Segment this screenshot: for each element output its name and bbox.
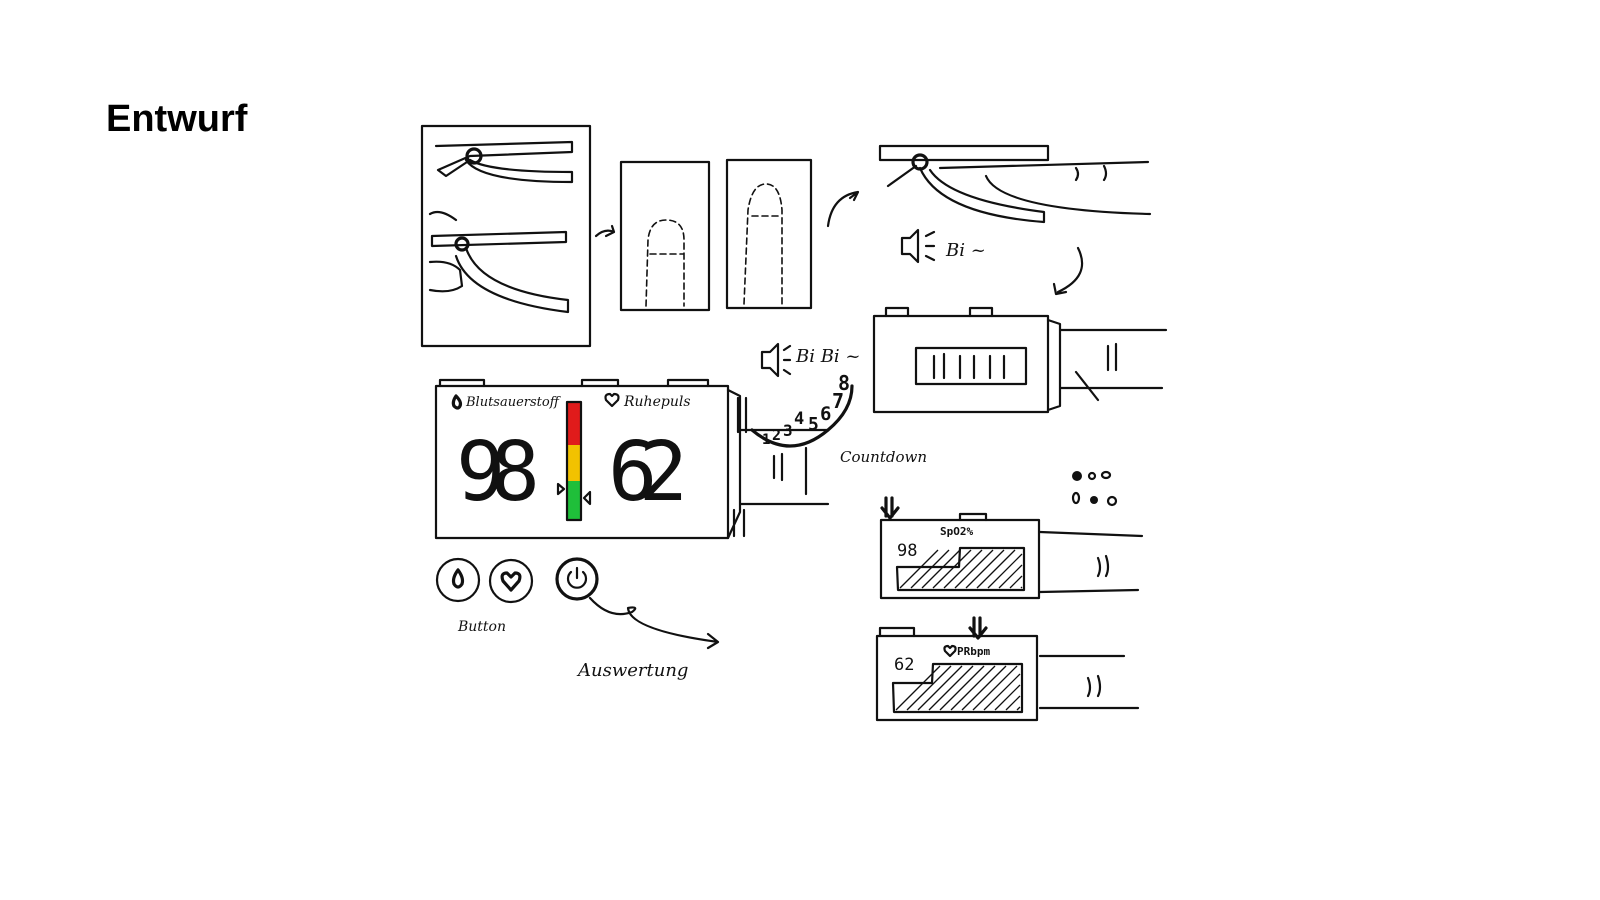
evaluation-label: Auswertung — [576, 660, 688, 681]
hatch-line — [899, 549, 939, 589]
slide-title: Entwurf — [106, 98, 248, 140]
countdown-digit: 2 — [772, 426, 781, 444]
drop-icon — [451, 568, 465, 589]
hatch-line — [921, 549, 961, 589]
double-beep-text: Bi Bi ~ — [795, 346, 861, 367]
power-button[interactable] — [555, 557, 599, 601]
hatch-line — [998, 564, 1023, 589]
beep-text: Bi ~ — [945, 240, 986, 261]
hatch-line — [1016, 706, 1021, 711]
finger-sketch-panel-1 — [619, 160, 711, 312]
hatch-line — [987, 553, 1023, 589]
speaker-icon — [900, 228, 936, 264]
pulse-value: 62 — [608, 425, 688, 520]
arrow-icon — [1052, 246, 1084, 296]
clip-on-finger-sketch — [878, 144, 1152, 224]
heart-icon — [500, 571, 522, 592]
result-pulse-sketch: PRbpm 62 — [875, 616, 1140, 722]
hatch-line — [939, 665, 985, 711]
drop-icon — [451, 394, 463, 410]
hatch-line — [1005, 695, 1021, 711]
finger-sketch-panel-2 — [725, 158, 813, 310]
countdown-digit: 8 — [838, 371, 850, 395]
result-spo2-sketch: SpO2% 98 — [879, 496, 1144, 600]
spo2-value: 98 — [456, 425, 540, 520]
spo2-result-value: 98 — [897, 541, 917, 561]
hatch-line — [965, 549, 1005, 589]
pulse-result-value: 62 — [894, 655, 914, 675]
heart-button[interactable] — [488, 558, 534, 604]
countdown-digit: 7 — [832, 389, 844, 413]
hatch-line — [1020, 586, 1023, 589]
hatch-line — [910, 549, 950, 589]
quality-bar — [556, 400, 592, 522]
spo2-label: Blutsauerstoff — [465, 395, 562, 410]
hatch-line — [954, 549, 994, 589]
hatch-line — [983, 673, 1021, 711]
countdown-label: Countdown — [840, 448, 927, 466]
countdown-digit: 6 — [820, 403, 831, 425]
hatch-line — [961, 665, 1007, 711]
hatch-line — [906, 665, 952, 711]
hatch-line — [994, 684, 1021, 711]
countdown-digits: 1 2 3 4 5 6 7 8 — [762, 371, 850, 448]
hatch-line — [976, 549, 1016, 589]
heart-icon — [604, 392, 620, 408]
marker-icon — [556, 482, 592, 506]
hatch-line — [950, 665, 996, 711]
spo2-result-label: SpO2% — [940, 525, 973, 538]
hatch-line — [972, 665, 1018, 711]
countdown-digit: 5 — [808, 414, 819, 435]
hatch-line — [1009, 575, 1023, 589]
arrow-icon — [594, 224, 616, 238]
drop-button[interactable] — [435, 557, 481, 603]
hatch-line — [932, 549, 972, 589]
arrow-icon — [826, 190, 860, 228]
hatch-line — [928, 665, 974, 711]
hatch-line — [895, 665, 941, 711]
pulse-result-label: PRbpm — [957, 645, 990, 658]
arrow-icon — [588, 596, 720, 650]
countdown-digit: 1 — [762, 432, 770, 448]
power-icon — [566, 566, 588, 589]
clip-sketch-panel — [420, 124, 592, 348]
countdown-digit: 4 — [794, 409, 804, 429]
icon-variants — [1071, 470, 1118, 507]
heart-icon — [943, 644, 957, 658]
device-countdown-sketch — [872, 306, 1168, 414]
pulse-label: Ruhepuls — [623, 394, 691, 410]
buttons-label: Button — [457, 619, 506, 635]
speaker-icon — [760, 342, 792, 378]
hatch-line — [943, 549, 983, 589]
main-display-sketch: Blutsauerstoff Ruhepuls 98 62 — [434, 378, 830, 540]
hatch-line — [917, 665, 963, 711]
